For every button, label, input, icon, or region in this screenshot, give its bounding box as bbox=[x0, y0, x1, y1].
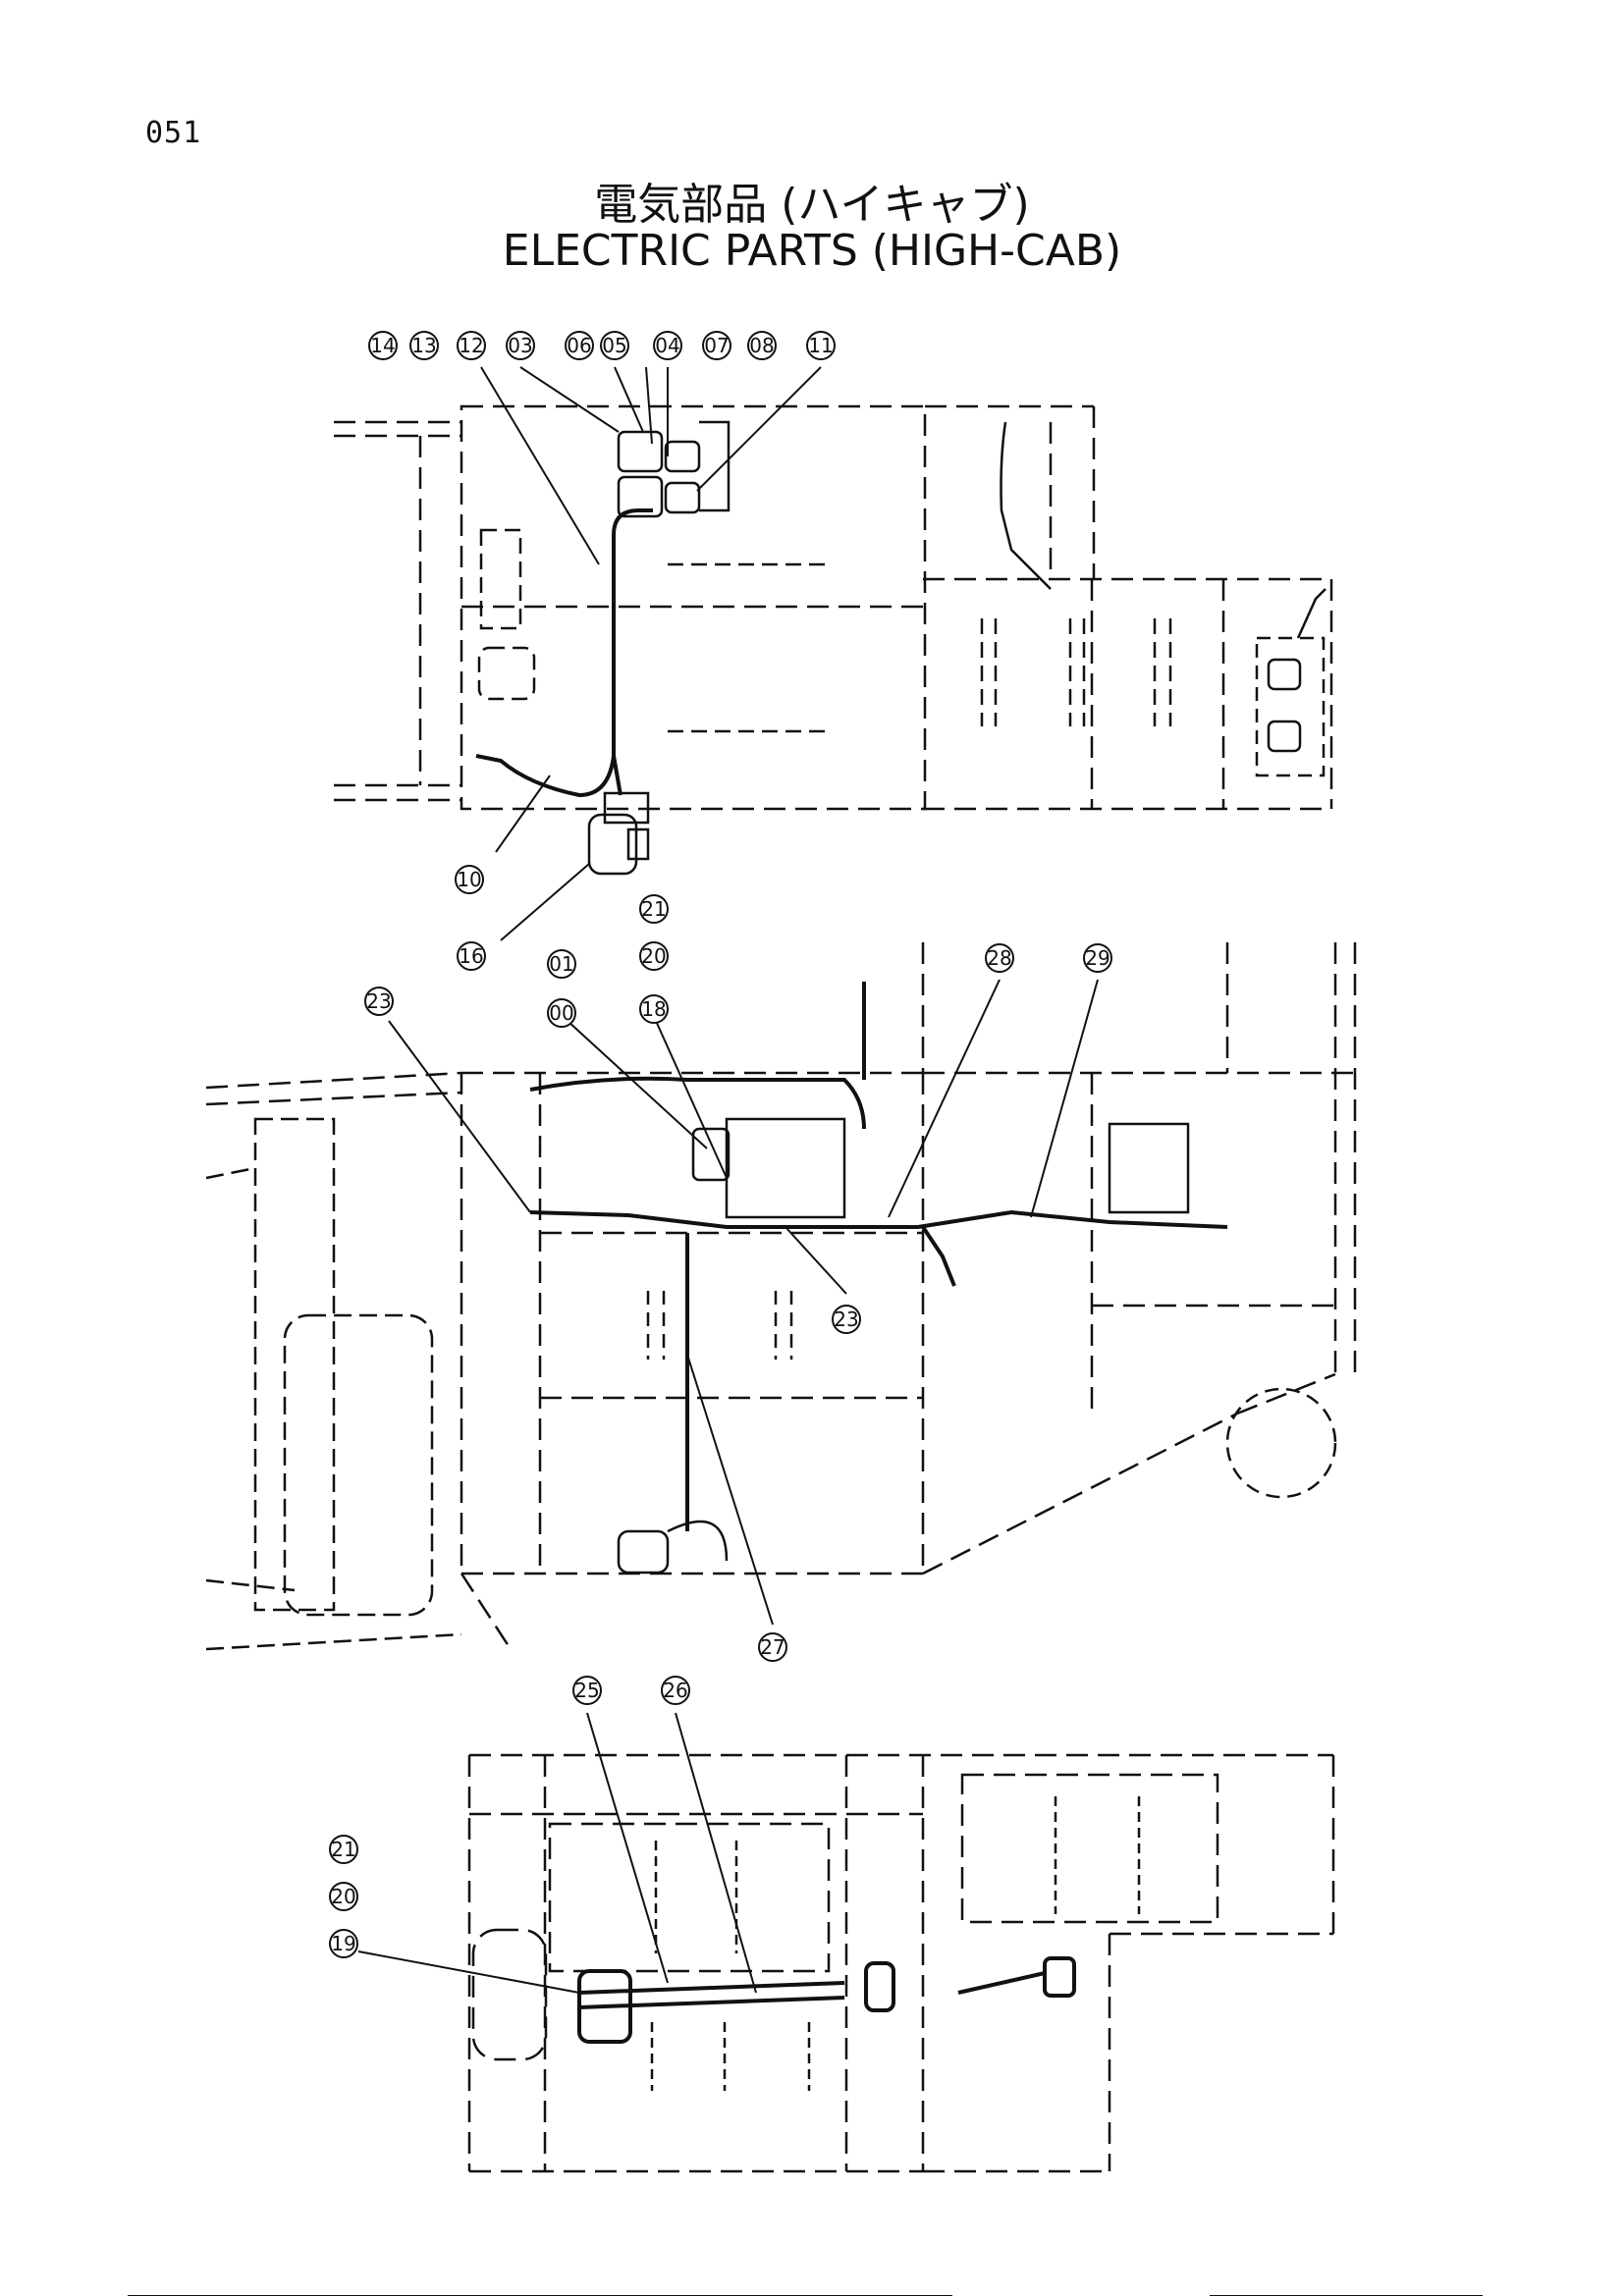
svg-text:21: 21 bbox=[331, 1838, 355, 1861]
callout-29: 29 bbox=[1083, 943, 1112, 973]
svg-text:00: 00 bbox=[549, 1001, 573, 1025]
svg-text:27: 27 bbox=[760, 1635, 785, 1659]
svg-text:07: 07 bbox=[704, 334, 729, 357]
svg-text:16: 16 bbox=[459, 944, 483, 968]
svg-text:12: 12 bbox=[459, 334, 483, 357]
callout-05: 05 bbox=[600, 331, 629, 360]
svg-text:04: 04 bbox=[655, 334, 679, 357]
top-view-harness bbox=[475, 508, 653, 798]
callout-06: 06 bbox=[565, 331, 594, 360]
svg-text:14: 14 bbox=[370, 334, 395, 357]
svg-text:18: 18 bbox=[641, 997, 666, 1021]
svg-text:26: 26 bbox=[663, 1679, 687, 1702]
callout-14: 14 bbox=[368, 331, 398, 360]
top-view-right-components bbox=[1000, 421, 1326, 777]
svg-text:08: 08 bbox=[749, 334, 774, 357]
svg-text:20: 20 bbox=[331, 1885, 355, 1908]
svg-text:03: 03 bbox=[508, 334, 532, 357]
bottom-view-frame bbox=[467, 1753, 1335, 2173]
bottom-view-harness bbox=[577, 1956, 1076, 2044]
middle-view-harness bbox=[529, 982, 1228, 1531]
title-english: ELECTRIC PARTS (HIGH-CAB) bbox=[502, 226, 1122, 276]
callout-10: 10 bbox=[455, 865, 484, 894]
callout-13: 13 bbox=[409, 331, 439, 360]
title-japanese: 電気部品 (ハイキャブ) bbox=[594, 180, 1030, 230]
middle-view-frame bbox=[205, 942, 1357, 1650]
callout-20-mid: 20 bbox=[639, 941, 669, 971]
svg-text:01: 01 bbox=[549, 952, 573, 976]
callout-18: 18 bbox=[639, 994, 669, 1024]
svg-text:29: 29 bbox=[1085, 946, 1110, 970]
callout-19: 19 bbox=[329, 1929, 358, 1958]
callout-11: 11 bbox=[806, 331, 836, 360]
callout-00: 00 bbox=[547, 998, 576, 1028]
callout-21-bottom: 21 bbox=[329, 1835, 358, 1864]
top-view-frame bbox=[334, 404, 1333, 811]
top-view-horn bbox=[587, 791, 650, 876]
page-number: 051 bbox=[145, 116, 202, 150]
svg-text:13: 13 bbox=[411, 334, 436, 357]
svg-text:25: 25 bbox=[574, 1679, 599, 1702]
bottom-view-windows bbox=[650, 1796, 1141, 2091]
callout-01: 01 bbox=[547, 949, 576, 979]
callout-25: 25 bbox=[572, 1676, 602, 1705]
callout-28: 28 bbox=[985, 943, 1014, 973]
callout-23-lower: 23 bbox=[832, 1305, 861, 1334]
top-view-relays bbox=[617, 420, 731, 518]
callout-20-bottom: 20 bbox=[329, 1882, 358, 1911]
middle-view-junction-box bbox=[691, 1117, 1190, 1219]
callout-16: 16 bbox=[457, 941, 486, 971]
callout-04: 04 bbox=[653, 331, 682, 360]
svg-text:05: 05 bbox=[602, 334, 626, 357]
svg-text:23: 23 bbox=[366, 989, 391, 1013]
callout-26: 26 bbox=[661, 1676, 690, 1705]
callout-03: 03 bbox=[506, 331, 535, 360]
callout-27: 27 bbox=[758, 1632, 787, 1662]
callout-23-upper: 23 bbox=[364, 987, 394, 1016]
svg-text:10: 10 bbox=[457, 868, 481, 891]
svg-text:19: 19 bbox=[331, 1932, 355, 1955]
callout-07: 07 bbox=[702, 331, 731, 360]
callout-12: 12 bbox=[457, 331, 486, 360]
middle-view-windows bbox=[646, 1291, 1337, 1499]
callout-21-mid: 21 bbox=[639, 894, 669, 924]
svg-text:28: 28 bbox=[987, 946, 1011, 970]
svg-text:21: 21 bbox=[641, 897, 666, 921]
callout-balloons: 14 13 12 03 06 05 04 07 08 11 10 16 23 0… bbox=[329, 331, 1112, 1958]
middle-view-horn-lower bbox=[617, 1520, 729, 1575]
callout-08: 08 bbox=[747, 331, 777, 360]
svg-text:11: 11 bbox=[808, 334, 833, 357]
svg-text:06: 06 bbox=[567, 334, 591, 357]
top-view-windows bbox=[477, 528, 1172, 733]
svg-text:23: 23 bbox=[834, 1308, 858, 1331]
middle-view-cab-frame bbox=[205, 1117, 462, 1651]
svg-text:20: 20 bbox=[641, 944, 666, 968]
